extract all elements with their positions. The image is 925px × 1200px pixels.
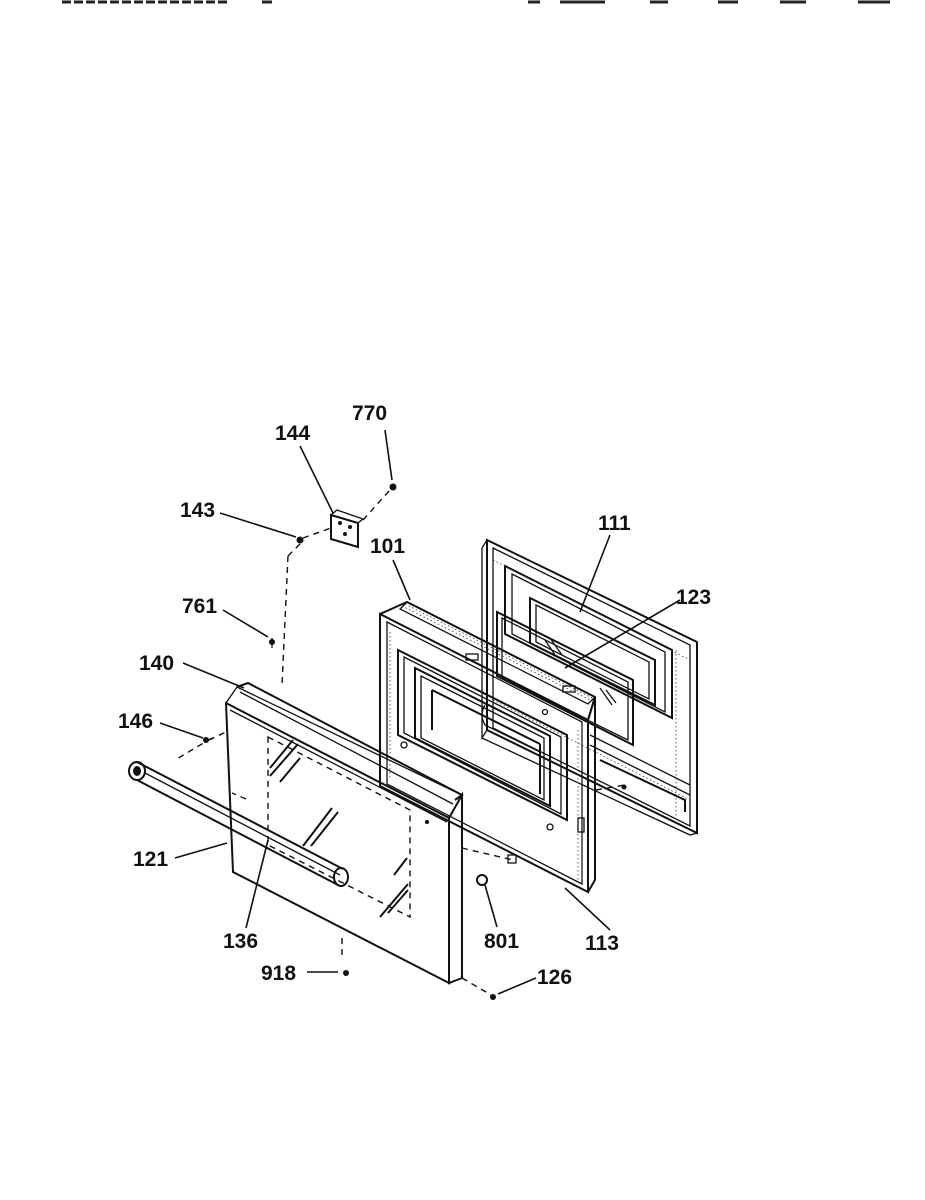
outer-door-liner-panel xyxy=(481,538,698,836)
callout-143: 143 xyxy=(180,499,215,522)
callout-126: 126 xyxy=(537,966,572,989)
outer-front-door xyxy=(224,681,464,985)
door-glass-pane xyxy=(496,610,634,747)
leader-lines xyxy=(159,429,681,995)
inner-door-panel xyxy=(379,600,597,894)
door-handle xyxy=(128,761,349,887)
callout-146: 146 xyxy=(118,710,153,733)
callout-101: 101 xyxy=(370,535,405,558)
callout-121: 121 xyxy=(133,848,168,871)
callout-123: 123 xyxy=(676,586,711,609)
callout-136: 136 xyxy=(223,930,258,953)
callout-770: 770 xyxy=(352,402,387,425)
callout-144: 144 xyxy=(275,422,310,445)
callout-801: 801 xyxy=(484,930,519,953)
callout-113: 113 xyxy=(585,932,619,955)
callout-140: 140 xyxy=(139,652,174,675)
callout-labels: 770 144 143 101 111 123 761 140 146 121 … xyxy=(118,402,711,989)
fastener-guide-lines xyxy=(174,731,627,1000)
callout-111: 111 xyxy=(598,512,631,535)
callout-918: 918 xyxy=(261,962,296,985)
callout-761: 761 xyxy=(182,595,217,618)
hinge-hardware xyxy=(269,483,397,686)
